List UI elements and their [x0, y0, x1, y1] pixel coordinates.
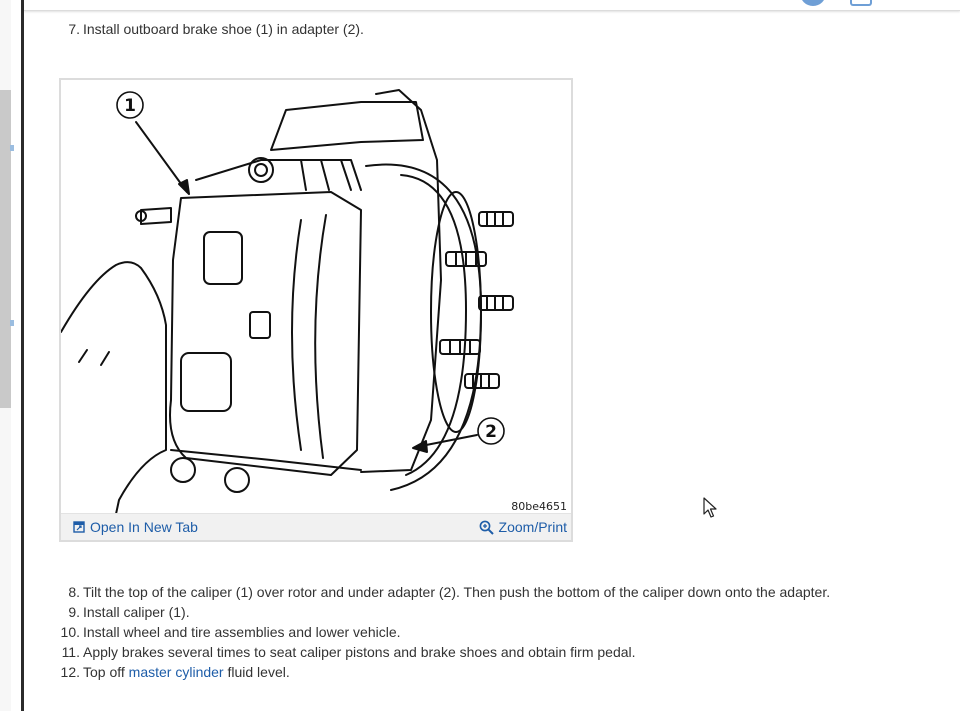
- figure-toolbar: Open In New Tab Zoom/Print: [61, 513, 571, 540]
- toolbar-icon[interactable]: [850, 0, 872, 6]
- step-number: 10.: [60, 624, 80, 640]
- step-number: 8.: [68, 584, 80, 600]
- hand-outline: [61, 261, 167, 514]
- hand-fingers: [78, 349, 110, 366]
- step-text: Install wheel and tire assemblies and lo…: [83, 624, 401, 640]
- zoom-in-icon: [479, 520, 494, 535]
- callout-2-circle: [477, 417, 505, 445]
- caliper-body: [169, 191, 362, 476]
- step-text: Tilt the top of the caliper (1) over rot…: [83, 584, 831, 600]
- step-number: 9.: [68, 604, 80, 620]
- rail-marker: [10, 145, 14, 151]
- caliper-window-top: [203, 231, 243, 285]
- brake-caliper-illustration: 1 2: [61, 89, 514, 514]
- step-8: 8.Tilt the top of the caliper (1) over r…: [58, 583, 830, 601]
- adapter-outline: [360, 89, 442, 473]
- wheel-studs: [439, 211, 514, 389]
- open-in-new-tab-label: Open In New Tab: [90, 519, 198, 535]
- frame-border: [21, 0, 24, 711]
- adapter-top: [270, 101, 424, 151]
- step-12: 12.Top off master cylinder fluid level.: [58, 663, 290, 681]
- step-text: Install caliper (1).: [83, 604, 190, 620]
- step-11: 11.Apply brakes several times to seat ca…: [58, 643, 636, 661]
- callout-1-circle: [116, 91, 144, 119]
- caliper-bolt-right: [224, 467, 250, 493]
- step-7: 7.Install outboard brake shoe (1) in ada…: [58, 20, 364, 38]
- rotor-inner: [400, 174, 467, 476]
- step-number: 11.: [61, 644, 80, 660]
- caliper-slot: [249, 311, 271, 339]
- caliper-ribs: [300, 159, 352, 191]
- callout-2-label: 2: [485, 422, 497, 442]
- caliper-bolt-left: [170, 457, 196, 483]
- caliper-bottom-edge: [170, 449, 362, 471]
- hub-face: [430, 191, 482, 433]
- caliper-curves: [291, 214, 327, 459]
- step-text-after: fluid level.: [223, 664, 290, 680]
- step-9: 9.Install caliper (1).: [58, 603, 190, 621]
- top-toolbar: [24, 0, 960, 11]
- procedure-figure: 1 2 80be4651 Open In New Tab Zoom/Print: [59, 78, 573, 542]
- callout-2-arrowhead: [412, 440, 428, 453]
- caliper-bolt-top: [248, 157, 274, 183]
- open-in-new-tab-icon: [73, 521, 85, 533]
- callout-1-arrowhead: [178, 179, 190, 195]
- user-avatar-icon[interactable]: [800, 0, 826, 6]
- figure-id: 80be4651: [511, 500, 567, 513]
- zoom-print-label: Zoom/Print: [498, 519, 567, 535]
- callout-1-label: 1: [124, 96, 136, 116]
- left-scrollbar[interactable]: [0, 0, 14, 711]
- step-text-before: Top off: [83, 664, 129, 680]
- caliper-window-bottom: [180, 352, 232, 412]
- mouse-pointer-icon: [703, 497, 717, 518]
- rail-marker: [10, 320, 14, 326]
- open-in-new-tab-link[interactable]: Open In New Tab: [73, 519, 198, 535]
- bleeder-screw: [140, 207, 172, 225]
- scrollbar-thumb[interactable]: [0, 90, 11, 408]
- step-10: 10.Install wheel and tire assemblies and…: [58, 623, 401, 641]
- step-number: 7.: [68, 21, 80, 37]
- callout-1-leader: [135, 121, 188, 193]
- step-number: 12.: [60, 664, 80, 680]
- master-cylinder-link[interactable]: master cylinder: [128, 664, 224, 680]
- caliper-top: [195, 159, 362, 191]
- step-text: Install outboard brake shoe (1) in adapt…: [83, 21, 364, 37]
- step-text: Apply brakes several times to seat calip…: [83, 644, 636, 660]
- zoom-print-link[interactable]: Zoom/Print: [479, 519, 567, 535]
